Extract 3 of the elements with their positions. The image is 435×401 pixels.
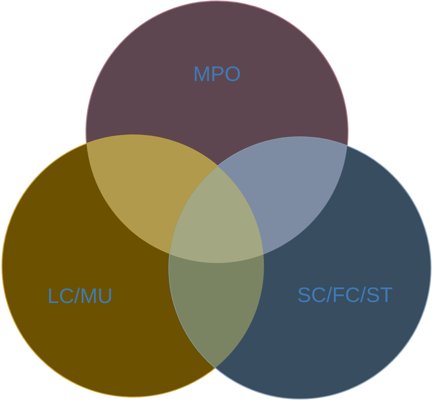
set-label: LC/MU [46,284,114,310]
set-label: SC/FC/ST [296,283,394,309]
set-label: MPO [192,62,242,88]
